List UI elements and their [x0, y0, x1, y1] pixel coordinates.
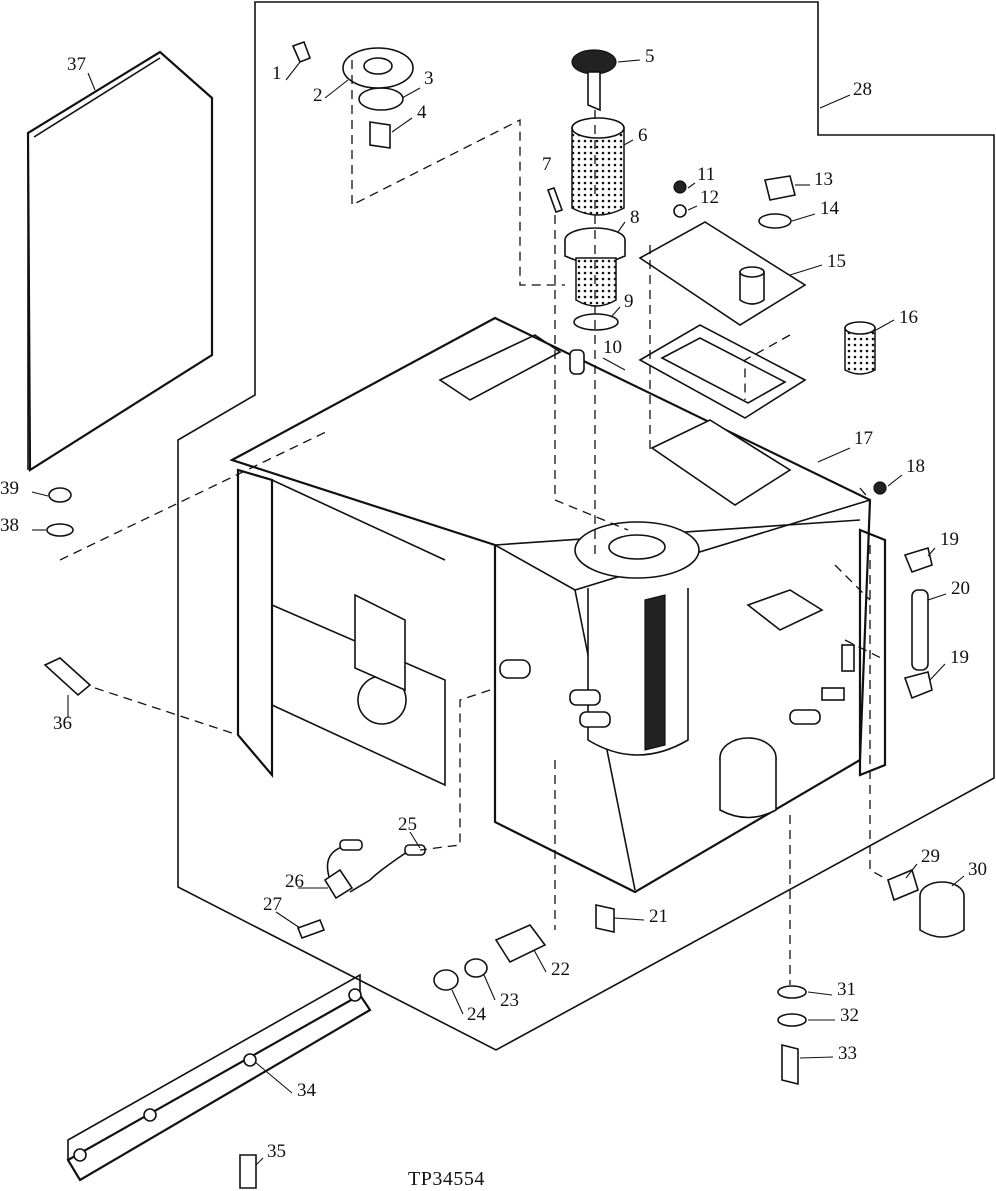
- callout-9: 9: [624, 291, 634, 312]
- callout-30: 30: [968, 859, 987, 880]
- callout-38: 38: [0, 515, 19, 536]
- callout-10: 10: [603, 337, 622, 358]
- callout-27: 27: [263, 894, 282, 915]
- callout-4: 4: [417, 102, 427, 123]
- callout-25: 25: [398, 814, 417, 835]
- wiring-harness: [296, 839, 426, 940]
- callout-20: 20: [951, 578, 970, 599]
- callout-28: 28: [853, 79, 872, 100]
- callout-24: 24: [467, 1004, 487, 1025]
- callout-37: 37: [67, 54, 86, 75]
- callout-36: 36: [53, 713, 72, 734]
- callout-labels: 1234567891011121314151617181919202122232…: [0, 46, 987, 1162]
- callout-6: 6: [638, 125, 648, 146]
- callout-16: 16: [899, 307, 918, 328]
- hydraulic-tank: [229, 221, 887, 894]
- callout-19: 19: [950, 647, 969, 668]
- callout-29: 29: [921, 846, 940, 867]
- callout-8: 8: [630, 207, 640, 228]
- frame-boundary: [177, 1, 995, 1051]
- figure-id-label: TP34554: [408, 1168, 485, 1190]
- callout-14: 14: [820, 198, 840, 219]
- cap-group: [291, 40, 876, 375]
- callout-21: 21: [649, 906, 668, 927]
- callout-26: 26: [285, 871, 304, 892]
- callout-3: 3: [424, 68, 434, 89]
- callout-23: 23: [500, 990, 519, 1011]
- callout-35: 35: [267, 1141, 286, 1162]
- callout-22: 22: [551, 959, 570, 980]
- callout-15: 15: [827, 251, 846, 272]
- callout-11: 11: [697, 164, 715, 185]
- bottom-rail: [66, 973, 372, 1182]
- mounting-hardware: [43, 487, 807, 1189]
- cartridge-group: [887, 868, 965, 938]
- callout-31: 31: [837, 979, 856, 1000]
- callout-32: 32: [840, 1005, 859, 1026]
- callout-2: 2: [313, 85, 323, 106]
- callout-1: 1: [272, 63, 282, 84]
- callout-33: 33: [838, 1043, 857, 1064]
- callout-12: 12: [700, 187, 719, 208]
- assembly-lines: [59, 60, 889, 985]
- callout-17: 17: [854, 428, 873, 449]
- callout-39: 39: [0, 478, 19, 499]
- callout-19: 19: [940, 529, 959, 550]
- callout-13: 13: [814, 169, 833, 190]
- side-panel: [26, 50, 214, 472]
- leader-lines: [31, 59, 965, 1166]
- callout-34: 34: [297, 1080, 317, 1101]
- drain-switch-group: [433, 904, 615, 991]
- callout-7: 7: [542, 154, 552, 175]
- sight-gauge: [873, 481, 933, 700]
- callout-18: 18: [906, 456, 925, 477]
- callout-5: 5: [645, 46, 655, 67]
